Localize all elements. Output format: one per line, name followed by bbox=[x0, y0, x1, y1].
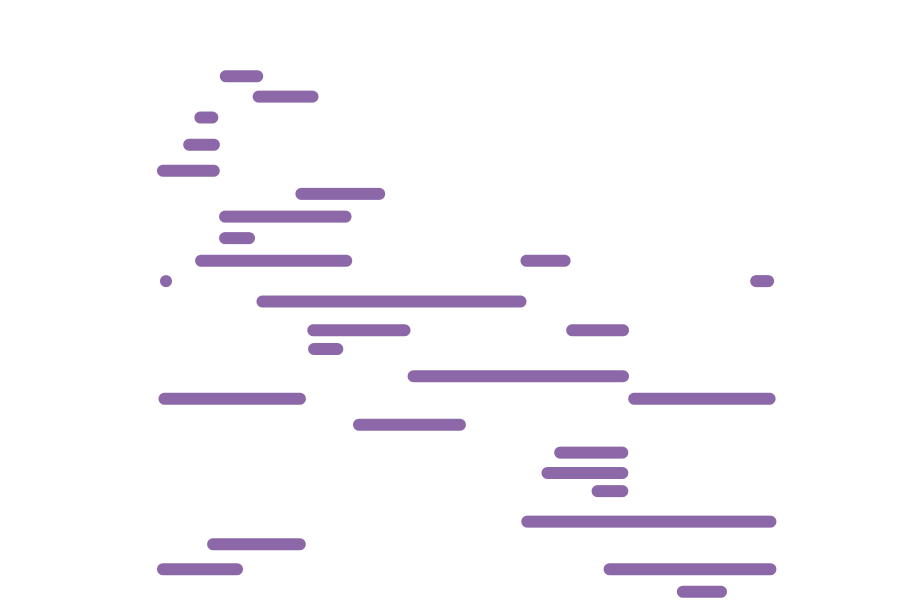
bar-20 bbox=[353, 418, 466, 431]
bar-11 bbox=[160, 275, 172, 288]
bar-21 bbox=[554, 446, 629, 459]
bar-8 bbox=[219, 232, 255, 245]
bar-12 bbox=[750, 275, 775, 288]
bar-22 bbox=[541, 467, 629, 479]
bar-2 bbox=[252, 90, 319, 103]
bar-10 bbox=[520, 254, 571, 267]
bar-13 bbox=[256, 295, 527, 308]
bar-14 bbox=[307, 324, 411, 337]
bar-28 bbox=[676, 585, 727, 598]
bar-23 bbox=[591, 485, 629, 498]
bar-4 bbox=[183, 138, 220, 151]
bar-7 bbox=[219, 210, 352, 223]
bar-1 bbox=[219, 70, 264, 83]
bar-6 bbox=[295, 187, 386, 200]
bar-9 bbox=[195, 254, 353, 267]
bar-17 bbox=[407, 370, 629, 383]
bar-16 bbox=[308, 343, 344, 355]
bar-5 bbox=[157, 164, 220, 177]
bar-24 bbox=[521, 515, 777, 528]
bar-26 bbox=[157, 563, 243, 576]
bar-15 bbox=[566, 324, 629, 337]
bar-18 bbox=[158, 392, 306, 405]
bars-layer bbox=[157, 70, 777, 598]
bar-27 bbox=[603, 563, 777, 576]
bar-3 bbox=[194, 111, 219, 124]
bar-19 bbox=[628, 392, 776, 405]
bar-25 bbox=[207, 538, 306, 551]
